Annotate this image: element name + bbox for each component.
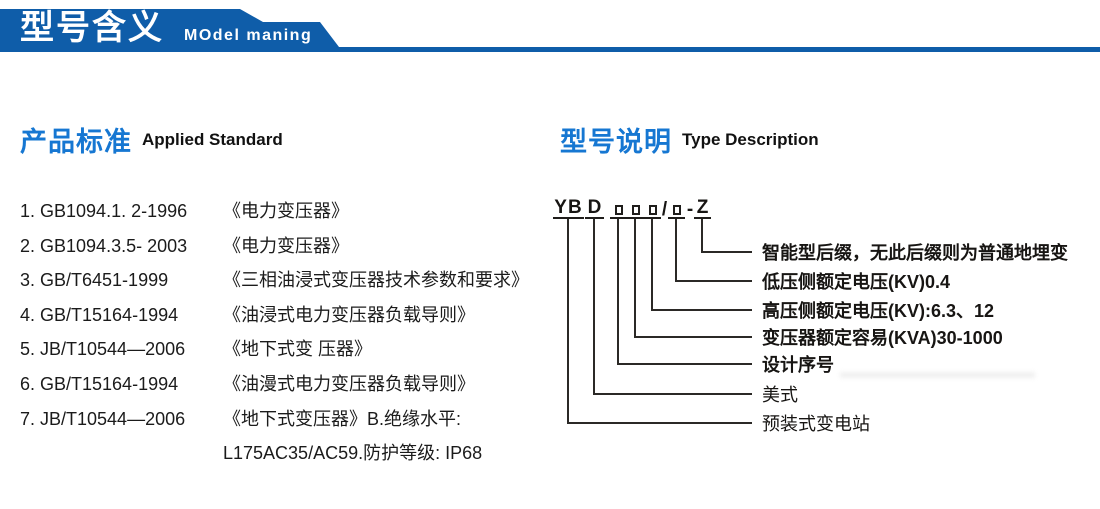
standard-title: 《地下式变压器》B.绝缘水平: — [223, 408, 462, 429]
model-code-suffix: Z — [694, 197, 711, 219]
standard-item: 2. GB1094.3.5- 2003 《电力变压器》 — [20, 229, 565, 264]
type-description-heading-cn: 型号说明 — [560, 127, 672, 157]
header-banner: 型号含义 MOdel maning — [0, 0, 1100, 60]
diagram-label-lv-voltage: 低压侧额定电压(KV)0.4 — [762, 272, 951, 292]
standard-code: 4. GB/T15164-1994 — [20, 304, 179, 325]
standard-item: 1. GB1094.1. 2-1996 《电力变压器》 — [20, 194, 565, 229]
standard-title: 《电力变压器》 — [223, 201, 349, 221]
model-code-box-4 — [668, 197, 685, 219]
standard-item: 5. JB/T10544—2006 《地下式变 压器》 — [20, 332, 565, 367]
model-code-prefix: YB — [553, 197, 584, 219]
model-code-type-letter: D — [585, 197, 604, 219]
standard-title: 《油漫式电力变压器负载导则》 — [223, 373, 475, 394]
standard-code: 1. GB1094.1. 2-1996 — [20, 201, 188, 221]
standard-code: 3. GB/T6451-1999 — [20, 270, 169, 291]
diagram-label-design-serial: 设计序号 — [762, 355, 834, 375]
standard-item-continuation: L175AC35/AC59.防护等级: IP68 — [20, 436, 565, 471]
standard-code: 6. GB/T15164-1994 — [20, 373, 179, 394]
placeholder-box-icon — [648, 205, 657, 215]
diagram-label-capacity: 变压器额定容易(KVA)30-1000 — [762, 328, 1003, 348]
standard-code — [20, 436, 223, 471]
diagram-label-american-style: 美式 — [762, 385, 798, 405]
standard-item: 4. GB/T15164-1994 《油浸式电力变压器负载导则》 — [20, 298, 565, 333]
standard-item: 7. JB/T10544—2006 《地下式变压器》B.绝缘水平: — [20, 402, 565, 437]
page-title: 型号含义 — [20, 9, 164, 47]
standard-title: L175AC35/AC59.防护等级: IP68 — [223, 443, 483, 464]
standard-code: 5. JB/T10544—2006 — [20, 339, 186, 360]
standard-item: 3. GB/T6451-1999 《三相油浸式变压器技术参数和要求》 — [20, 263, 565, 298]
model-code-dash: - — [686, 199, 694, 220]
watermark-smudge — [840, 372, 1035, 378]
placeholder-box-icon — [631, 205, 640, 215]
standard-code: 2. GB1094.3.5- 2003 — [20, 235, 188, 256]
standard-item: 6. GB/T15164-1994 《油漫式电力变压器负载导则》 — [20, 367, 565, 402]
standards-list: 1. GB1094.1. 2-1996 《电力变压器》 2. GB1094.3.… — [20, 194, 565, 471]
standard-title: 《油浸式电力变压器负载导则》 — [223, 304, 475, 325]
page-subtitle: MOdel maning — [184, 27, 313, 44]
diagram-label-prefab-substation: 预装式变电站 — [762, 414, 870, 434]
model-code-box-1 — [610, 197, 627, 219]
model-code-box-2 — [627, 197, 644, 219]
type-description-heading: 型号说明 Type Description — [560, 120, 819, 157]
standard-title: 《电力变压器》 — [223, 235, 349, 256]
standards-heading-en: Applied Standard — [142, 129, 283, 149]
banner-ribbon-shape — [0, 9, 1100, 52]
standard-title: 《三相油浸式变压器技术参数和要求》 — [223, 270, 529, 291]
placeholder-box-icon — [614, 205, 623, 215]
standards-heading-cn: 产品标准 — [20, 127, 132, 157]
placeholder-box-icon — [672, 205, 681, 215]
standard-code: 7. JB/T10544—2006 — [20, 408, 186, 429]
diagram-label-suffix: 智能型后缀，无此后缀则为普通地埋变 — [762, 243, 1068, 263]
model-code-slash: / — [661, 199, 668, 220]
model-code-box-3 — [644, 197, 661, 219]
standards-heading: 产品标准 Applied Standard — [20, 120, 283, 157]
diagram-label-hv-voltage: 高压侧额定电压(KV):6.3、12 — [762, 301, 995, 321]
type-description-heading-en: Type Description — [682, 129, 819, 149]
standard-title: 《地下式变 压器》 — [223, 339, 373, 360]
